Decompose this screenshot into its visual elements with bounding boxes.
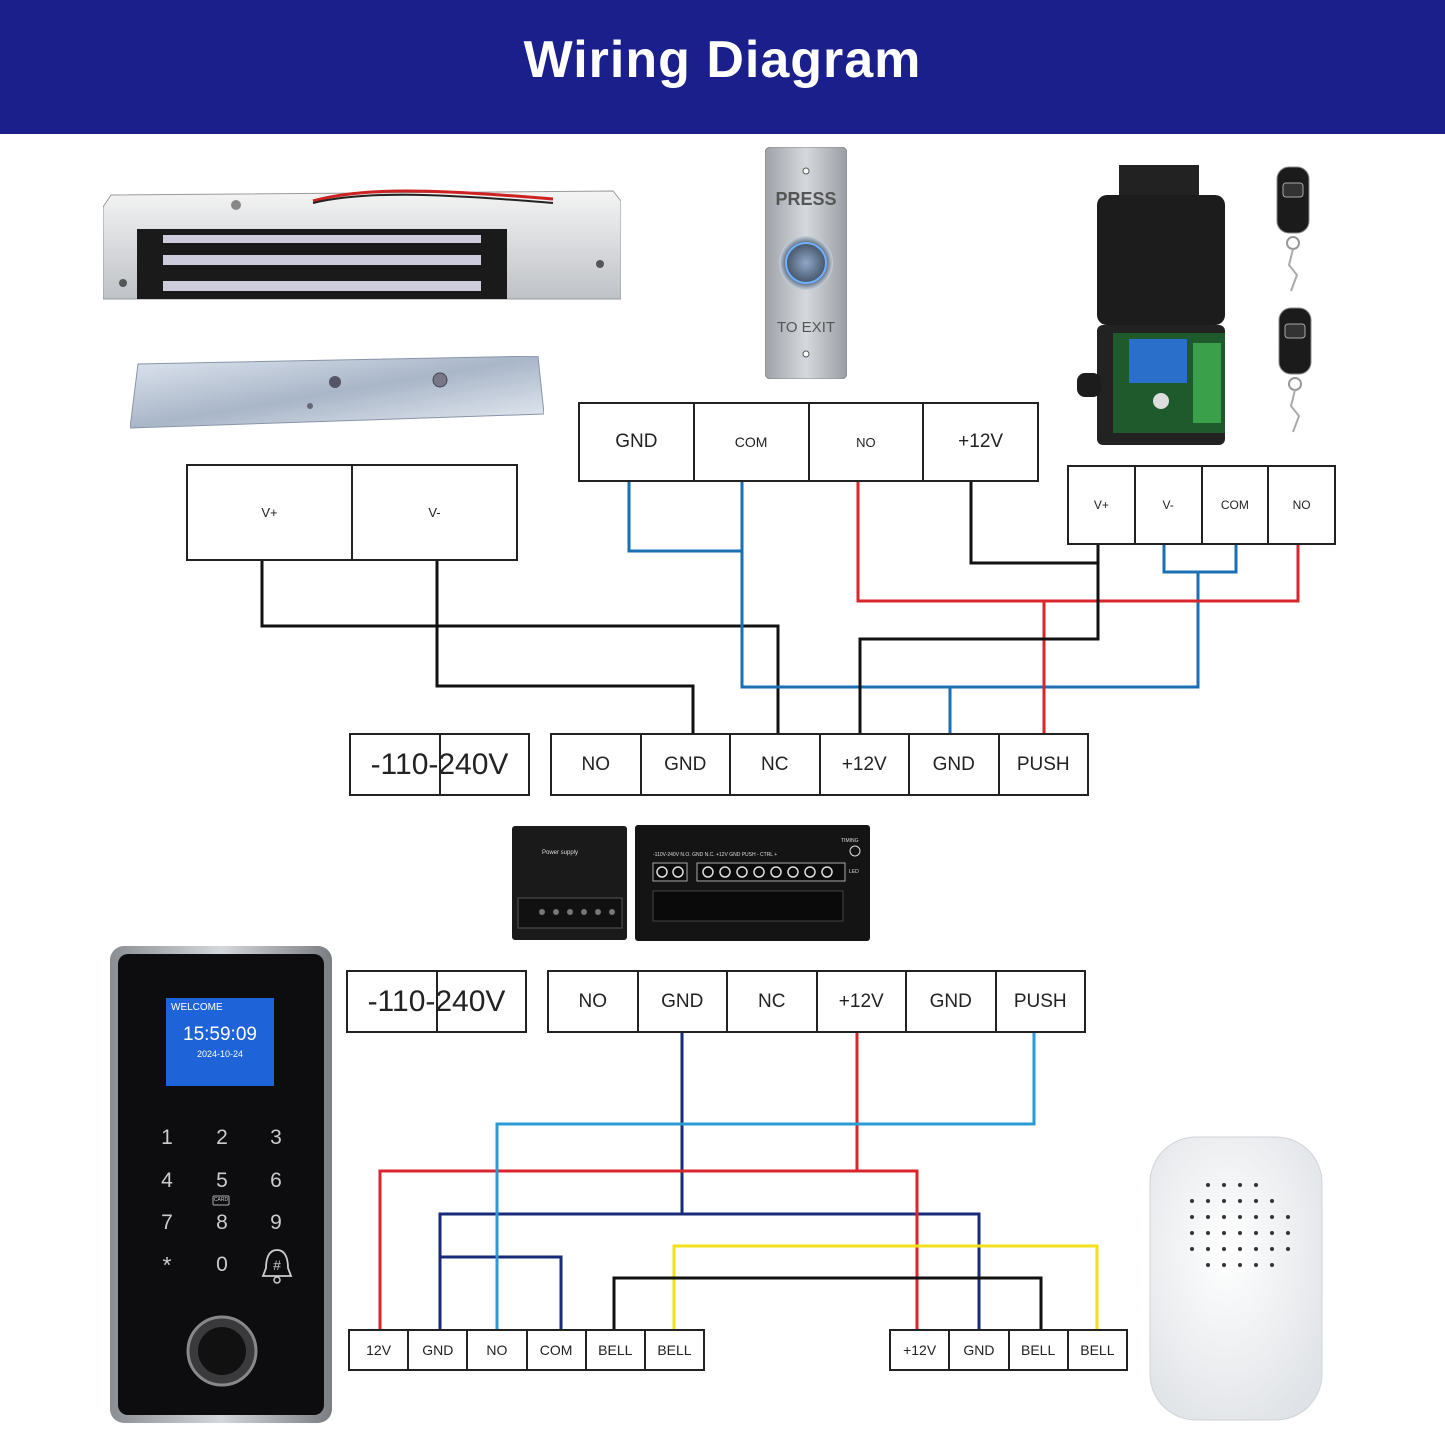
wire-keypad-no bbox=[495, 1032, 1036, 1330]
wire-exit-com bbox=[740, 482, 1200, 689]
psu-bottom-terminal-12v: +12V bbox=[818, 972, 907, 1031]
keypad-terminal-12v: 12V bbox=[350, 1331, 410, 1369]
power-supply-unit-open: -110V-240V N.O. GND N.C. +12V GND PUSH -… bbox=[635, 825, 870, 941]
psu-bottom-terminal-no: NO bbox=[549, 972, 639, 1031]
wire-lock-v-plus bbox=[260, 560, 780, 733]
keypad-key-2[interactable]: 2 bbox=[216, 1126, 228, 1149]
wire-12v bbox=[378, 1032, 859, 1330]
psu-top-terminal-push: PUSH bbox=[1016, 753, 1070, 775]
power-supply-unit-terminal-labels: -110V-240V N.O. GND N.C. +12V GND PUSH -… bbox=[653, 852, 778, 858]
power-supply-unit-timing-label: TIMING bbox=[841, 838, 859, 844]
exit-terminal-12v: +12V bbox=[958, 431, 1004, 452]
exit-terminal-com: COM bbox=[695, 404, 810, 480]
wire-bell-12v bbox=[857, 1169, 919, 1330]
psu-bottom-terminal-block: NO GND NC +12V GND PUSH bbox=[547, 970, 1086, 1033]
keypad-key-1[interactable]: 1 bbox=[161, 1126, 173, 1149]
psu-top-terminal-nc: NC bbox=[731, 735, 821, 794]
doorbell-chime bbox=[1148, 1135, 1324, 1422]
doorbell-terminal-bell-2: BELL bbox=[1080, 1342, 1115, 1358]
exit-button-top-label: PRESS bbox=[775, 189, 837, 209]
psu-bottom-terminal-gnd2: GND bbox=[907, 972, 997, 1031]
wire-lock-v-minus bbox=[435, 560, 695, 733]
keypad-key-4[interactable]: 4 bbox=[161, 1169, 173, 1192]
fingerprint-sensor[interactable] bbox=[188, 1317, 256, 1385]
keypad-key-0[interactable]: 0 bbox=[216, 1253, 228, 1276]
lock-terminal-block: V+ V- bbox=[186, 464, 518, 561]
doorbell-terminal-bell-1: BELL bbox=[1010, 1331, 1069, 1369]
bell-icon[interactable] bbox=[260, 1246, 294, 1286]
exit-button-bottom-label: TO EXIT bbox=[776, 319, 836, 336]
armature-plate bbox=[129, 355, 545, 432]
wireless-receiver bbox=[1077, 163, 1227, 450]
psu-bottom-voltage: -110-240V bbox=[367, 984, 506, 1018]
power-supply-unit-label: Power supply bbox=[542, 850, 579, 856]
keypad-terminal-gnd: GND bbox=[409, 1331, 469, 1369]
page-title: Wiring Diagram bbox=[523, 31, 922, 89]
psu-top-voltage-box: -110-240V bbox=[349, 733, 530, 796]
wire-exit-no bbox=[856, 482, 1300, 603]
wire-exit-12v bbox=[969, 482, 1098, 565]
psu-top-terminal-gnd: GND bbox=[642, 735, 731, 794]
keypad-card-label: CARD bbox=[213, 1197, 229, 1203]
keypad-key-8[interactable]: 8 bbox=[216, 1211, 228, 1234]
wire-bell-black bbox=[612, 1276, 1043, 1330]
keypad-terminal-no: NO bbox=[468, 1331, 528, 1369]
receiver-terminal-no: NO bbox=[1292, 498, 1311, 512]
keypad-key-9[interactable]: 9 bbox=[270, 1211, 282, 1234]
wire-recv-vplus bbox=[858, 544, 1100, 733]
psu-top-terminal-gnd2: GND bbox=[910, 735, 1000, 794]
doorbell-terminal-block: +12V GND BELL BELL bbox=[889, 1329, 1128, 1371]
access-keypad: WELCOME 15:59:09 2024-10-24 1 2 3 4 5 6 … bbox=[110, 946, 332, 1423]
wire-keypad-com bbox=[440, 1255, 563, 1330]
keypad-screen-date: 2024-10-24 bbox=[196, 1049, 244, 1059]
psu-bottom-terminal-nc: NC bbox=[728, 972, 818, 1031]
psu-top-terminal-no: NO bbox=[552, 735, 642, 794]
keypad-key-3[interactable]: 3 bbox=[270, 1126, 282, 1149]
wire-recv-vminus-com bbox=[1162, 544, 1238, 574]
remote-fob-1 bbox=[1275, 165, 1311, 295]
psu-bottom-terminal-gnd: GND bbox=[639, 972, 728, 1031]
keypad-key-5[interactable]: 5 bbox=[216, 1169, 228, 1192]
keypad-key-7[interactable]: 7 bbox=[161, 1211, 173, 1234]
keypad-key-star[interactable]: * bbox=[162, 1252, 172, 1278]
wire-exit-gnd-com bbox=[627, 482, 742, 553]
lock-terminal-v-plus: V+ bbox=[188, 466, 353, 559]
keypad-key-6[interactable]: 6 bbox=[270, 1169, 282, 1192]
wire-bell-gnd bbox=[682, 1212, 981, 1330]
keypad-screen-time: 15:59:09 bbox=[183, 1024, 257, 1045]
receiver-terminal-block: V+ V- COM NO bbox=[1067, 465, 1336, 545]
receiver-terminal-v-plus: V+ bbox=[1069, 467, 1136, 543]
keypad-terminal-bell-2: BELL bbox=[657, 1342, 692, 1358]
keypad-screen-welcome: WELCOME bbox=[171, 1002, 223, 1013]
title-banner bbox=[0, 0, 1445, 134]
exit-terminal-no: NO bbox=[810, 404, 925, 480]
keypad-terminal-block: 12V GND NO COM BELL BELL bbox=[348, 1329, 705, 1371]
exit-button-device: PRESS TO EXIT bbox=[764, 146, 848, 380]
keypad-terminal-com: COM bbox=[528, 1331, 587, 1369]
lock-terminal-v-minus: V- bbox=[428, 505, 441, 520]
exit-terminal-gnd: GND bbox=[580, 404, 695, 480]
remote-fob-2 bbox=[1277, 306, 1313, 436]
psu-top-terminal-block: NO GND NC +12V GND PUSH bbox=[550, 733, 1089, 796]
doorbell-terminal-gnd: GND bbox=[950, 1331, 1010, 1369]
magnetic-lock bbox=[102, 187, 622, 302]
receiver-terminal-v-minus: V- bbox=[1136, 467, 1203, 543]
keypad-key-hash[interactable]: # bbox=[273, 1257, 281, 1273]
exit-button-terminal-block: GND COM NO +12V bbox=[578, 402, 1039, 482]
psu-bottom-terminal-push: PUSH bbox=[1013, 990, 1067, 1012]
wire-bell-yellow bbox=[672, 1244, 1099, 1330]
doorbell-terminal-12v: +12V bbox=[891, 1331, 951, 1369]
psu-top-terminal-12v: +12V bbox=[821, 735, 910, 794]
keypad-terminal-bell-1: BELL bbox=[587, 1331, 646, 1369]
receiver-terminal-com: COM bbox=[1203, 467, 1270, 543]
psu-top-voltage: -110-240V bbox=[370, 747, 509, 781]
power-supply-unit-led-label: LED bbox=[849, 869, 859, 875]
psu-bottom-voltage-box: -110-240V bbox=[346, 970, 527, 1033]
power-supply-unit-front: Power supply bbox=[512, 820, 627, 940]
